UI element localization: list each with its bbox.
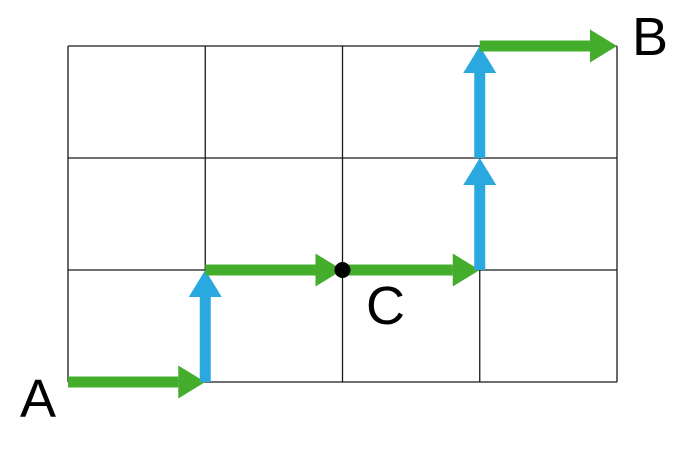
arrow-head <box>315 253 343 287</box>
arrow-head <box>188 270 222 297</box>
path-arrow-right <box>68 365 206 399</box>
arrow-head <box>463 46 497 73</box>
path-arrow-up <box>463 46 497 158</box>
path-arrow-up <box>188 270 222 382</box>
grid <box>67 45 618 383</box>
path-arrow-up <box>463 158 497 270</box>
start-point-label: A <box>20 369 56 429</box>
path-arrow-right <box>205 253 343 287</box>
waypoint-dot <box>334 262 351 278</box>
path-arrow-right <box>479 29 617 63</box>
path-arrow-right <box>342 253 480 287</box>
arrow-head <box>178 365 206 399</box>
path-arrows <box>68 29 617 399</box>
arrow-head <box>452 253 480 287</box>
arrow-head <box>463 158 497 185</box>
end-point-label: B <box>632 7 668 67</box>
arrow-head <box>590 29 617 63</box>
waypoint-label: C <box>366 276 405 336</box>
